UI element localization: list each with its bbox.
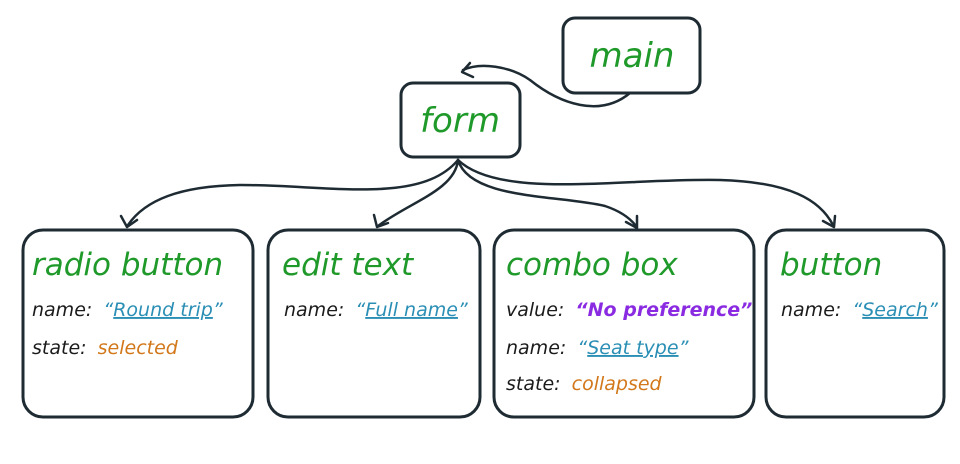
combo-box-value-key: value:: [506, 299, 564, 321]
radio-button-name-value: Round trip: [113, 299, 213, 321]
arrowhead-edit-text: [372, 213, 390, 229]
button-name-key: name:: [781, 299, 841, 321]
edit-text-name-open-quote: “: [355, 299, 365, 321]
node-main-title: main: [590, 36, 675, 76]
radio-button-state-value: selected: [98, 337, 179, 359]
combo-box-name-open-quote: “: [577, 337, 587, 359]
combo-box-name-line: name: “Seat type”: [506, 337, 689, 359]
edge-form-to-combo-box: [456, 158, 638, 228]
radio-button-state-key: state:: [32, 337, 87, 359]
arrowhead-radio-button: [119, 214, 139, 229]
edge-form-to-button: [456, 158, 835, 227]
node-radio-button-box: [21, 228, 255, 419]
node-radio-button: radio button name: “Round trip” state: s…: [21, 228, 255, 419]
combo-box-state-value: collapsed: [572, 373, 663, 395]
node-edit-text-box: [266, 228, 482, 419]
node-button-box: [764, 228, 946, 419]
combo-box-state-key: state:: [506, 373, 561, 395]
node-form-title: form: [420, 101, 500, 141]
node-edit-text: edit text name: “Full name”: [266, 228, 482, 419]
arrowhead-combo-box: [624, 214, 639, 230]
edit-text-name-close-quote: ”: [458, 299, 468, 321]
edges: [119, 61, 837, 230]
combo-box-value-value: “No preference”: [575, 299, 752, 321]
edit-text-name-key: name:: [284, 299, 344, 321]
radio-button-name-line: name: “Round trip”: [32, 299, 223, 321]
radio-button-name-open-quote: “: [103, 299, 113, 321]
node-main: main: [561, 16, 702, 95]
radio-button-name-close-quote: ”: [213, 299, 223, 321]
edit-text-name-line: name: “Full name”: [284, 299, 468, 321]
button-name-value: Search: [862, 299, 928, 321]
node-combo-box: combo box value: “No preference” name: “…: [492, 228, 756, 419]
radio-button-state-line: state: selected: [32, 337, 179, 359]
arrowhead-form: [460, 61, 475, 79]
button-name-open-quote: “: [852, 299, 862, 321]
node-main-box: [561, 16, 702, 95]
button-name-close-quote: ”: [928, 299, 938, 321]
radio-button-name-key: name:: [32, 299, 92, 321]
combo-box-name-close-quote: ”: [679, 337, 689, 359]
edge-form-to-edit-text: [376, 158, 460, 228]
edit-text-name-value: Full name: [365, 299, 458, 321]
node-button: button name: “Search”: [764, 228, 946, 419]
node-form-box: [399, 81, 522, 159]
node-form: form: [399, 81, 522, 159]
combo-box-state-line: state: collapsed: [506, 373, 663, 395]
combo-box-name-value: Seat type: [587, 337, 678, 359]
node-edit-text-title: edit text: [282, 247, 415, 283]
node-combo-box-box: [492, 228, 756, 419]
node-button-title: button: [780, 247, 882, 283]
edge-main-to-form: [461, 64, 632, 108]
button-name-line: name: “Search”: [781, 299, 938, 321]
arrowhead-button: [821, 214, 837, 229]
node-combo-box-title: combo box: [506, 247, 678, 283]
node-radio-button-title: radio button: [32, 247, 223, 283]
combo-box-name-key: name:: [506, 337, 566, 359]
combo-box-value-line: value: “No preference”: [506, 299, 752, 321]
edge-form-to-radio-button: [126, 158, 460, 227]
